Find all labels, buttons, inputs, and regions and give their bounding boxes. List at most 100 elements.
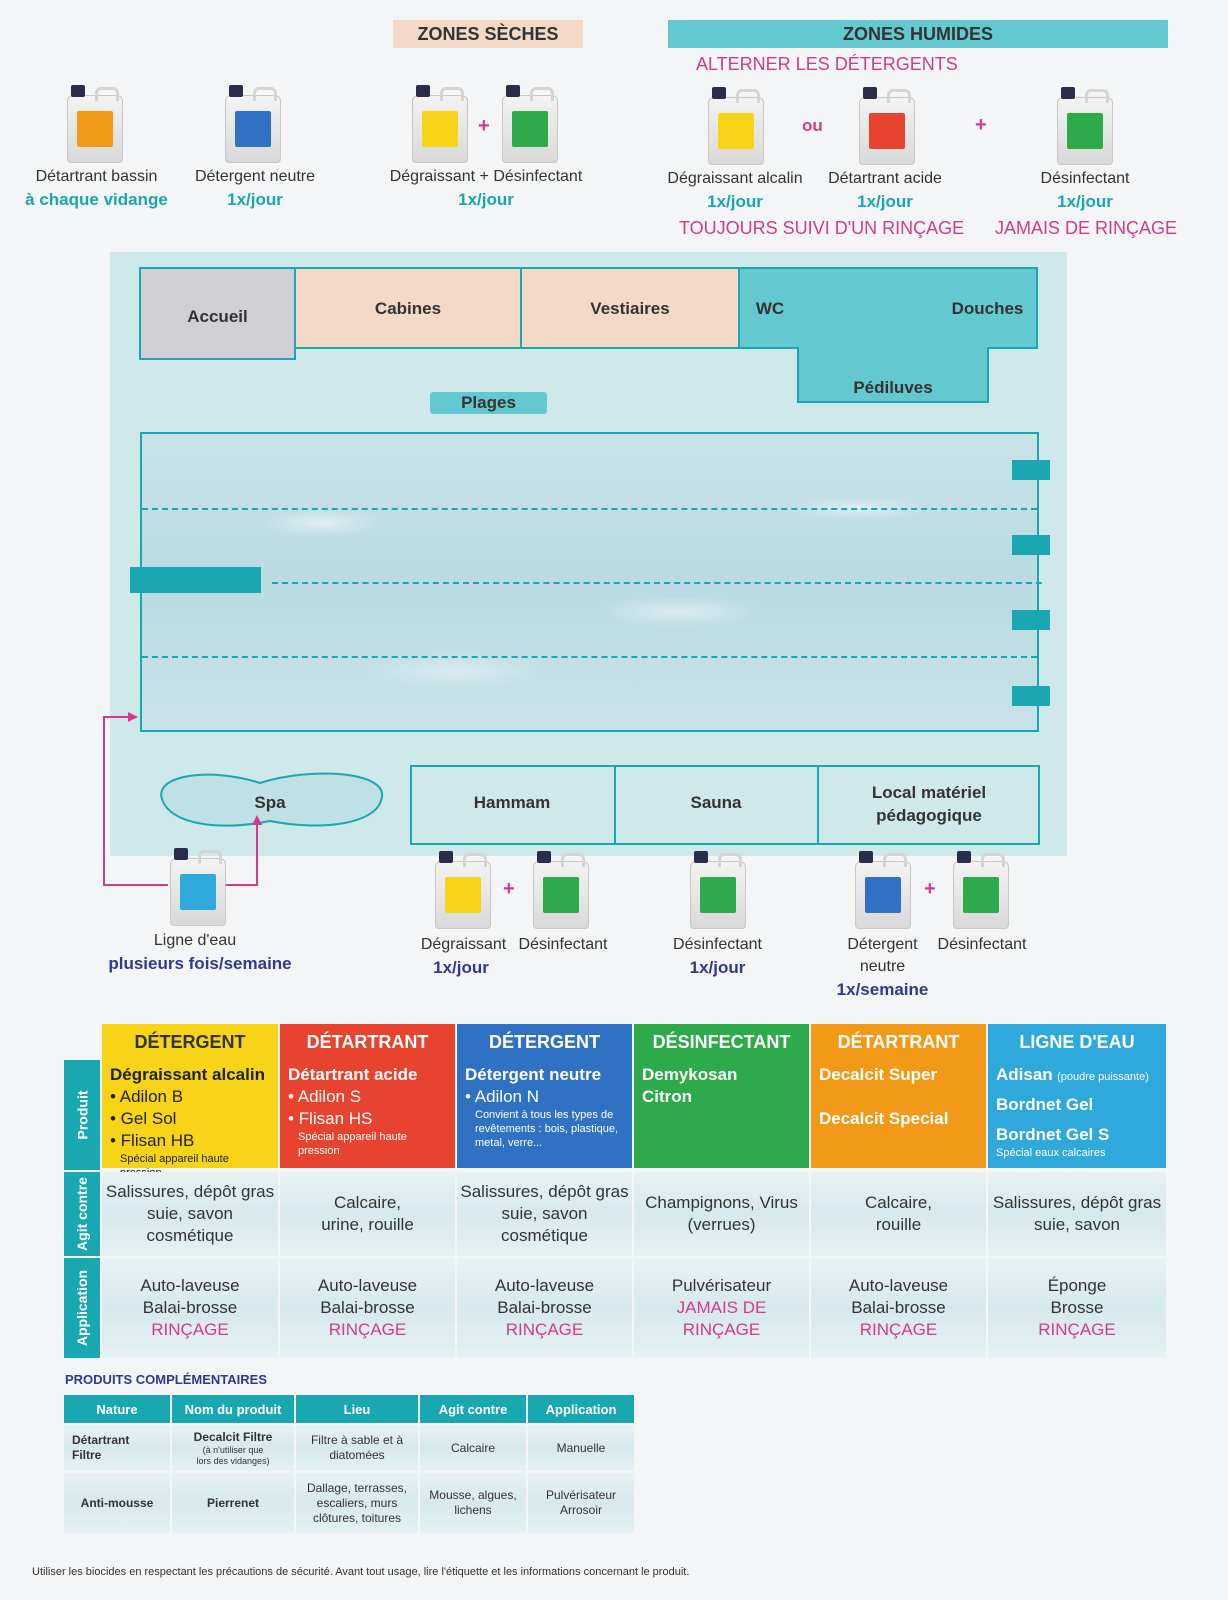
room-pediluves [797, 347, 989, 403]
agit-cell: Champignons, Virus(verrues) [634, 1172, 809, 1256]
col-header-desinfectant: DÉSINFECTANT [634, 1024, 809, 1060]
room-sauna-label: Sauna [690, 793, 742, 812]
p4-caption: Dégraissant alcalin [667, 170, 803, 187]
room-local-label-1: Local matériel [871, 783, 987, 802]
product-cell-degraissant: Dégraissant alcalin • Adilon B • Gel Sol… [102, 1060, 278, 1179]
room-accueil [139, 267, 296, 360]
hammam-freq: 1x/jour [433, 958, 489, 977]
jerrycan-blue-icon [855, 851, 911, 929]
p3-freq: 1x/jour [458, 190, 514, 209]
plus-icon: + [478, 115, 490, 137]
p2-caption: Détergent neutre [194, 168, 316, 185]
products-table: DÉTERGENT DÉTARTRANT DÉTERGENT DÉSINFECT… [64, 1024, 1168, 1358]
room-wc-douches [738, 267, 1038, 349]
lane-line [142, 656, 1037, 658]
jerrycan-green-icon [533, 851, 589, 929]
room-douches-label: Douches [951, 299, 1024, 318]
jerrycan-yellow-icon [435, 851, 491, 929]
plages-label: Plages [461, 393, 516, 412]
jerrycan-green-icon [690, 851, 746, 929]
sauna-caption: Désinfectant [673, 936, 762, 953]
plages-badge [430, 392, 547, 414]
degraissant-caption: Dégraissant [420, 936, 507, 953]
ct-header-nom: Nom du produit [172, 1395, 294, 1423]
product-cell-ligne-eau: Adisan (poudre puissante) Bordnet Gel Bo… [988, 1060, 1166, 1168]
footer-note: Utiliser les biocides en respectant les … [32, 1566, 690, 1578]
product-cell-desinfectant: Demykosan Citron [634, 1060, 809, 1168]
col-header-detartrant-2: DÉTARTRANT [811, 1024, 986, 1060]
ct-r1-agit: Calcaire [420, 1425, 526, 1471]
sauna-freq: 1x/jour [689, 958, 746, 977]
p5-freq: 1x/jour [857, 192, 913, 211]
ct-header-nature: Nature [64, 1395, 170, 1423]
ligne-caption: Ligne d'eau [153, 932, 237, 949]
rooms-block [410, 765, 1040, 845]
desinfectant-caption: Désinfectant [518, 936, 608, 953]
jerrycan-red-icon [859, 87, 915, 165]
alterner-label: ALTERNER LES DÉTERGENTS [696, 54, 958, 74]
p4-freq: 1x/jour [707, 192, 763, 211]
zones-seches-header: ZONES SÈCHES [393, 20, 583, 48]
jerrycan-green-icon [1057, 87, 1113, 165]
product-cell-decalcit: Decalcit Super Decalcit Special [811, 1060, 986, 1168]
plus-icon: + [975, 114, 987, 136]
jerrycan-green-icon [953, 851, 1009, 929]
jerrycan-green-icon [502, 85, 558, 163]
starting-block [1012, 460, 1050, 480]
row-label-produit: Produit [64, 1060, 100, 1170]
jamais-rincage-label: JAMAIS DE RINÇAGE [995, 218, 1178, 238]
desinfectant2-caption: Désinfectant [937, 936, 1027, 953]
p2-freq: 1x/jour [227, 190, 283, 209]
detergent-caption-1: Détergent [847, 936, 918, 953]
room-divider [614, 765, 616, 845]
product-cell-detartrant: Détartrant acide • Adilon S • Flisan HS … [280, 1060, 455, 1168]
ct-header-agit: Agit contre [420, 1395, 526, 1423]
zones-humides-header: ZONES HUMIDES [668, 20, 1168, 48]
ligne-freq: plusieurs fois/semaine [108, 954, 292, 973]
plus-icon: + [924, 878, 936, 900]
room-local-label-2: pédagogique [876, 806, 982, 825]
local-freq: 1x/semaine [836, 980, 929, 999]
jerrycan-cyan-icon [170, 848, 226, 926]
jerrycan-orange-icon [67, 85, 123, 163]
ct-r2-nature: Anti-mousse [64, 1473, 170, 1533]
col-header-detergent: DÉTERGENT [102, 1024, 278, 1060]
room-pediluves-label: Pédiluves [853, 378, 933, 397]
room-hammam-label: Hammam [473, 793, 551, 812]
ct-r1-application: Manuelle [528, 1425, 634, 1471]
room-cabines [294, 267, 522, 349]
circulation-arrow [103, 712, 262, 886]
lane-line [142, 508, 1037, 510]
ct-r2-nom: Pierrenet [172, 1473, 294, 1533]
starting-block [1012, 535, 1050, 555]
plus-icon: + [503, 878, 515, 900]
col-header-ligne-eau: LIGNE D'EAU [988, 1024, 1166, 1060]
detergent-caption-2: neutre [859, 958, 906, 975]
jerrycan-yellow-icon [412, 85, 468, 163]
row-label-application: Application [64, 1258, 100, 1358]
agit-cell: Calcaire,rouille [811, 1172, 986, 1256]
ct-header-application: Application [528, 1395, 634, 1423]
room-vestiaires-label: Vestiaires [590, 299, 670, 318]
room-vestiaires [520, 267, 740, 349]
ct-r2-agit: Mousse, algues,lichens [420, 1473, 526, 1533]
p1-freq: à chaque vidange [25, 190, 168, 209]
starting-block [1012, 610, 1050, 630]
agit-cell: Calcaire,urine, rouille [280, 1172, 455, 1256]
complementaires-title: PRODUITS COMPLÉMENTAIRES [65, 1372, 267, 1387]
spa-shape [160, 772, 384, 827]
p1-caption: Détartrant bassin [35, 168, 158, 185]
room-spa-label: Spa [254, 793, 286, 812]
ct-header-lieu: Lieu [296, 1395, 418, 1423]
room-divider [817, 765, 819, 845]
pool-stair-block [130, 567, 261, 593]
